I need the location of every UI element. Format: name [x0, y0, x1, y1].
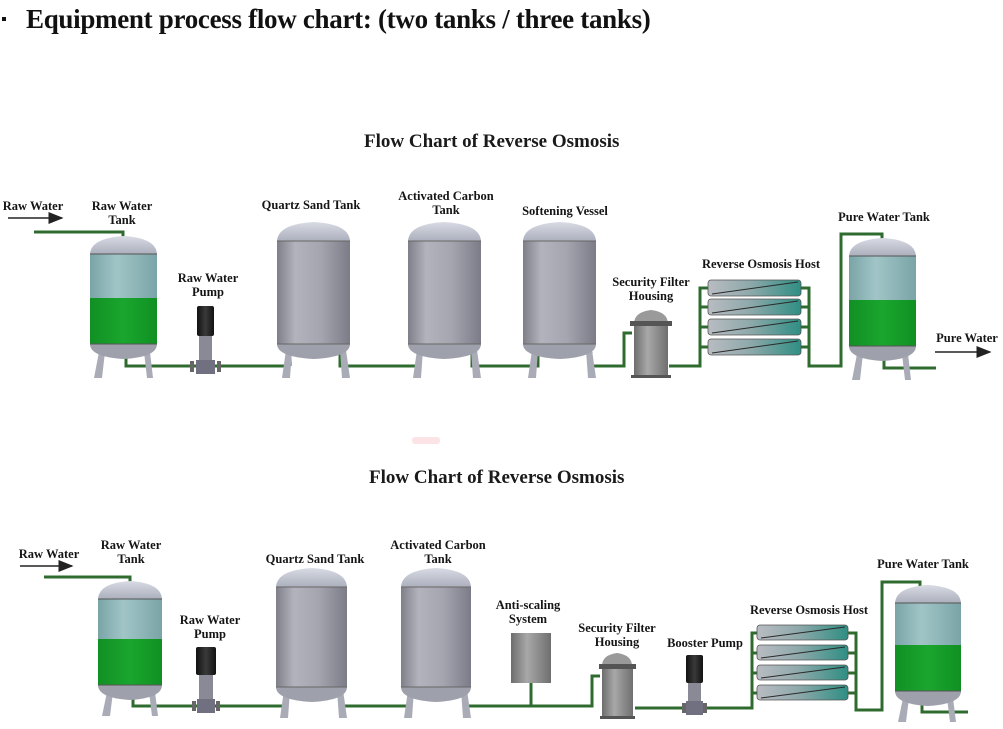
label-line: Raw Water [100, 538, 162, 552]
label-line: Raw Water [177, 271, 239, 285]
chart-2-diagram [20, 560, 968, 722]
label-line: Pump [194, 627, 226, 641]
label-line: Security Filter [578, 621, 656, 635]
label-line: Anti-scaling [495, 598, 561, 612]
pipe [589, 331, 632, 368]
pure-water-tank [895, 585, 961, 722]
softening-vessel [523, 222, 596, 378]
pipe [34, 230, 125, 238]
label-line: Housing [628, 289, 674, 303]
label-line: Raw Water [179, 613, 241, 627]
label-line: Tank [108, 213, 136, 227]
label-line: Tank [424, 552, 452, 566]
label-pure-water-tank: Pure Water Tank [877, 557, 969, 571]
label-softening-vessel: Softening Vessel [522, 204, 608, 218]
quartz-sand-tank [277, 222, 350, 378]
page-heading-text: Equipment process flow chart: (two tanks… [26, 4, 651, 34]
pipe [848, 580, 922, 712]
label-quartz-sand-tank: Quartz Sand Tank [261, 198, 361, 212]
pipe [470, 352, 540, 368]
page-heading: Equipment process flow chart: (two tanks… [0, 4, 651, 35]
raw-water-tank [98, 581, 162, 716]
pipe [700, 305, 708, 349]
pipe [44, 575, 132, 583]
pipe [848, 651, 856, 695]
booster-pump [682, 655, 707, 715]
label-line: Activated Carbon [398, 189, 494, 203]
pipe [801, 232, 884, 368]
activated-carbon-tank [401, 568, 471, 718]
ro-host [707, 279, 802, 356]
pipe [920, 705, 968, 714]
chart-2-title: Flow Chart of Reverse Osmosis [369, 467, 625, 488]
label-pure-water-out: Pure Water [936, 331, 998, 345]
label-raw-water-in: Raw Water [2, 199, 64, 213]
pipe [801, 305, 809, 349]
label-line: Housing [594, 635, 640, 649]
label-quartz-sand-tank: Quartz Sand Tank [265, 552, 365, 566]
label-line: Tank [432, 203, 460, 217]
label-booster-pump: Booster Pump [667, 636, 743, 650]
pipe [882, 360, 936, 370]
label-line: System [508, 612, 548, 626]
security-filter-housing [630, 310, 672, 378]
label-line: Pump [192, 285, 224, 299]
label-line: Activated Carbon [390, 538, 486, 552]
label-ro-host: Reverse Osmosis Host [749, 603, 869, 617]
chart-1-title: Flow Chart of Reverse Osmosis [364, 131, 620, 152]
raw-water-tank [90, 236, 157, 378]
chart-1-diagram [8, 212, 992, 380]
label-pure-water-tank: Pure Water Tank [838, 210, 930, 224]
pure-water-tank [849, 238, 916, 380]
bullet-marker [2, 17, 6, 22]
raw-water-pump [192, 647, 220, 713]
security-filter-housing [599, 653, 636, 719]
anti-scaling-system [511, 633, 551, 683]
label-raw-water-in: Raw Water [18, 547, 80, 561]
quartz-sand-tank [276, 568, 347, 718]
watermark-mark [412, 437, 440, 444]
label-line: Security Filter [612, 275, 690, 289]
pipe [340, 692, 412, 708]
label-ro-host: Reverse Osmosis Host [701, 257, 821, 271]
label-line: Raw Water [91, 199, 153, 213]
activated-carbon-tank [408, 222, 481, 378]
pipe [338, 352, 422, 368]
label-line: Tank [117, 552, 145, 566]
raw-water-pump [190, 306, 221, 374]
ro-host [756, 624, 849, 701]
